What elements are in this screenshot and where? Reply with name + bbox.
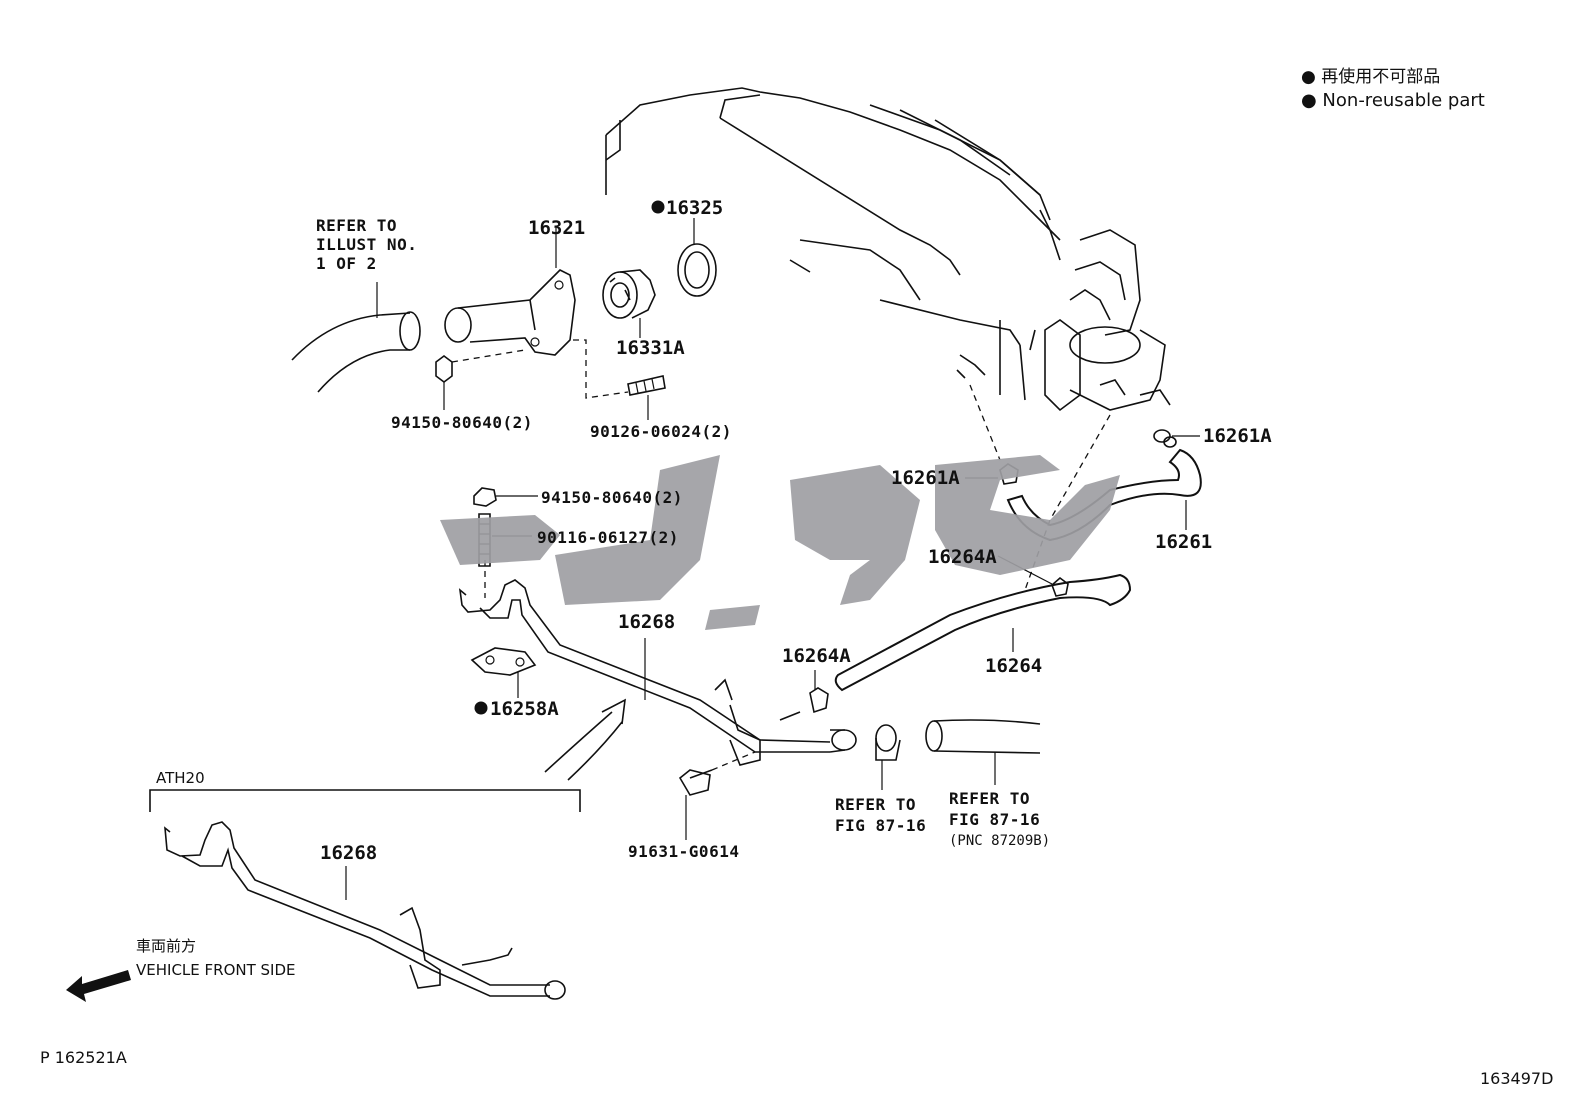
refer-fig-a: REFER TO FIG 87-16: [835, 795, 926, 835]
label-16261A-left[interactable]: 16261A: [891, 467, 960, 489]
gasket-16258A: [470, 647, 537, 698]
refer-illust: REFER TO ILLUST NO. 1 OF 2: [316, 216, 417, 273]
label-90126[interactable]: 90126-06024(2): [590, 422, 732, 441]
refer-fig-b-line2: FIG 87-16: [949, 810, 1040, 829]
label-16268-variant[interactable]: 16268: [320, 842, 377, 864]
upper-hose: [291, 282, 421, 393]
refer-illust-line3: 1 OF 2: [316, 254, 377, 273]
dashed-link-1: [969, 384, 1001, 461]
throttle-body-assembly: [1029, 229, 1171, 412]
stud-90126: [573, 339, 666, 420]
label-16264A-lower[interactable]: 16264A: [782, 645, 851, 667]
footer-right-code: 163497D: [1480, 1069, 1553, 1088]
legend-jp: ● 再使用不可部品: [1301, 66, 1440, 87]
refer-fig-b: REFER TO FIG 87-16 (PNC 87209B): [949, 789, 1050, 849]
engine-block: [605, 87, 1061, 401]
label-94150-lower[interactable]: 94150-80640(2): [541, 488, 683, 507]
ath20-bracket: [149, 789, 581, 812]
watermark-logo: [440, 455, 1120, 630]
legend-en: ● Non-reusable part: [1301, 90, 1485, 111]
refer-illust-line2: ILLUST NO.: [316, 235, 417, 254]
footer-left-code: P 162521A: [40, 1048, 127, 1067]
label-16261A-right[interactable]: 16261A: [1203, 425, 1272, 447]
non-reusable-dot-16325: [651, 200, 665, 214]
label-16261[interactable]: 16261: [1155, 531, 1212, 553]
variant-label: ATH20: [156, 769, 205, 787]
label-16331A[interactable]: 16331A: [616, 337, 685, 359]
refer-fig-a-line2: FIG 87-16: [835, 816, 926, 835]
direction-en: VEHICLE FRONT SIDE: [136, 961, 296, 979]
hose-16264: [834, 573, 1132, 692]
label-16268[interactable]: 16268: [618, 611, 675, 633]
label-16258A[interactable]: 16258A: [490, 698, 559, 720]
label-91631[interactable]: 91631-G0614: [628, 842, 739, 861]
label-90116[interactable]: 90116-06127(2): [537, 528, 679, 547]
direction-jp: 車両前方: [136, 937, 196, 955]
vehicle-front-arrow-icon: [66, 970, 131, 1002]
nut-upper: [435, 349, 526, 410]
curved-direction-arrow: [544, 698, 626, 781]
refer-fig-b-line3: (PNC 87209B): [949, 833, 1050, 849]
clamp-16264A-lower: [809, 670, 829, 714]
thermostat-16331A: [602, 269, 656, 338]
label-16321[interactable]: 16321: [528, 217, 585, 239]
clamp-16261A-right: [1153, 429, 1200, 448]
gasket-16325: [677, 218, 717, 297]
label-16325[interactable]: 16325: [666, 197, 723, 219]
hose-refer-fig: [925, 719, 1041, 785]
bolt-91631: [678, 751, 756, 840]
non-reusable-dot-16258A: [474, 701, 488, 715]
refer-fig-b-line1: REFER TO: [949, 789, 1030, 808]
label-16264A-upper[interactable]: 16264A: [928, 546, 997, 568]
water-outlet-16321: [444, 228, 576, 356]
hose-clip-refer-fig: [875, 724, 901, 790]
label-94150-upper[interactable]: 94150-80640(2): [391, 413, 533, 432]
label-16264[interactable]: 16264: [985, 655, 1042, 677]
legend: ● 再使用不可部品 ● Non-reusable part: [1301, 66, 1485, 111]
refer-illust-line1: REFER TO: [316, 216, 397, 235]
water-pipe-16268: [458, 560, 857, 766]
water-pipe-16268-variant: [164, 821, 566, 1000]
refer-fig-a-line1: REFER TO: [835, 795, 916, 814]
